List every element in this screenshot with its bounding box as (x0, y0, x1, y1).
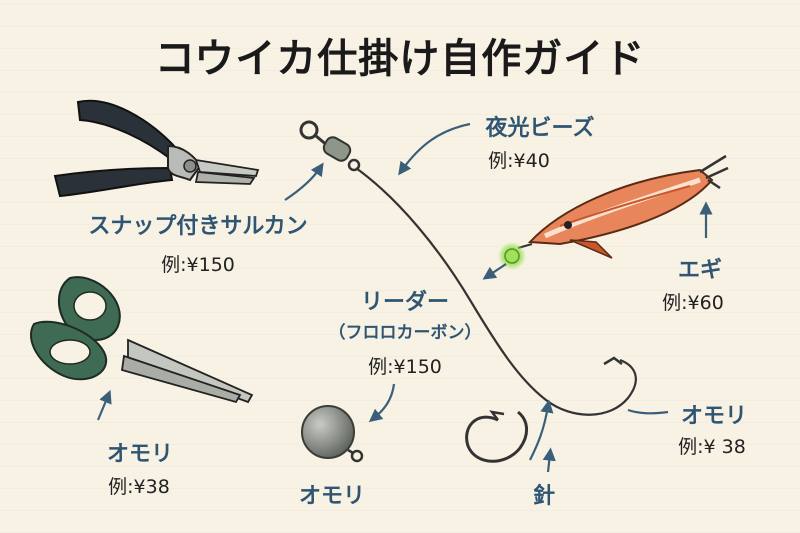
scissors-icon (29, 276, 254, 404)
sinker-left-label: オモリ (106, 442, 173, 467)
sinker-right-label: オモリ (680, 404, 747, 429)
sinker-icon (301, 405, 364, 463)
glow-beads-price: 例:¥40 (488, 150, 550, 172)
pliers-icon (53, 99, 260, 198)
sinker-ball-label: オモリ (298, 484, 365, 509)
leader-price: 例:¥150 (368, 356, 442, 378)
egi-icon (517, 154, 729, 259)
annotation-arrows (96, 122, 713, 473)
glow-beads-label: 夜光ビーズ (485, 116, 595, 141)
hook-icon (465, 410, 528, 463)
leader-sublabel: （フロロカーボン） (328, 323, 482, 343)
egi-price: 例:¥60 (662, 292, 724, 314)
glow-bead-icon (498, 242, 526, 270)
hook-large-icon (603, 356, 623, 366)
leader-label: リーダー (360, 290, 449, 315)
sinker-right-price: 例:¥ 38 (678, 436, 746, 458)
snap-swivel-price: 例:¥150 (161, 254, 235, 276)
page-title: コウイカ仕掛け自作ガイド (154, 36, 646, 82)
snap-swivel-label: スナップ付きサルカン (88, 214, 308, 239)
egi-label: エギ (677, 258, 722, 283)
hook-label: 針 (532, 484, 555, 509)
sinker-left-price: 例:¥38 (108, 476, 170, 498)
swivel-icon (299, 120, 361, 172)
fishing-line (355, 167, 637, 416)
